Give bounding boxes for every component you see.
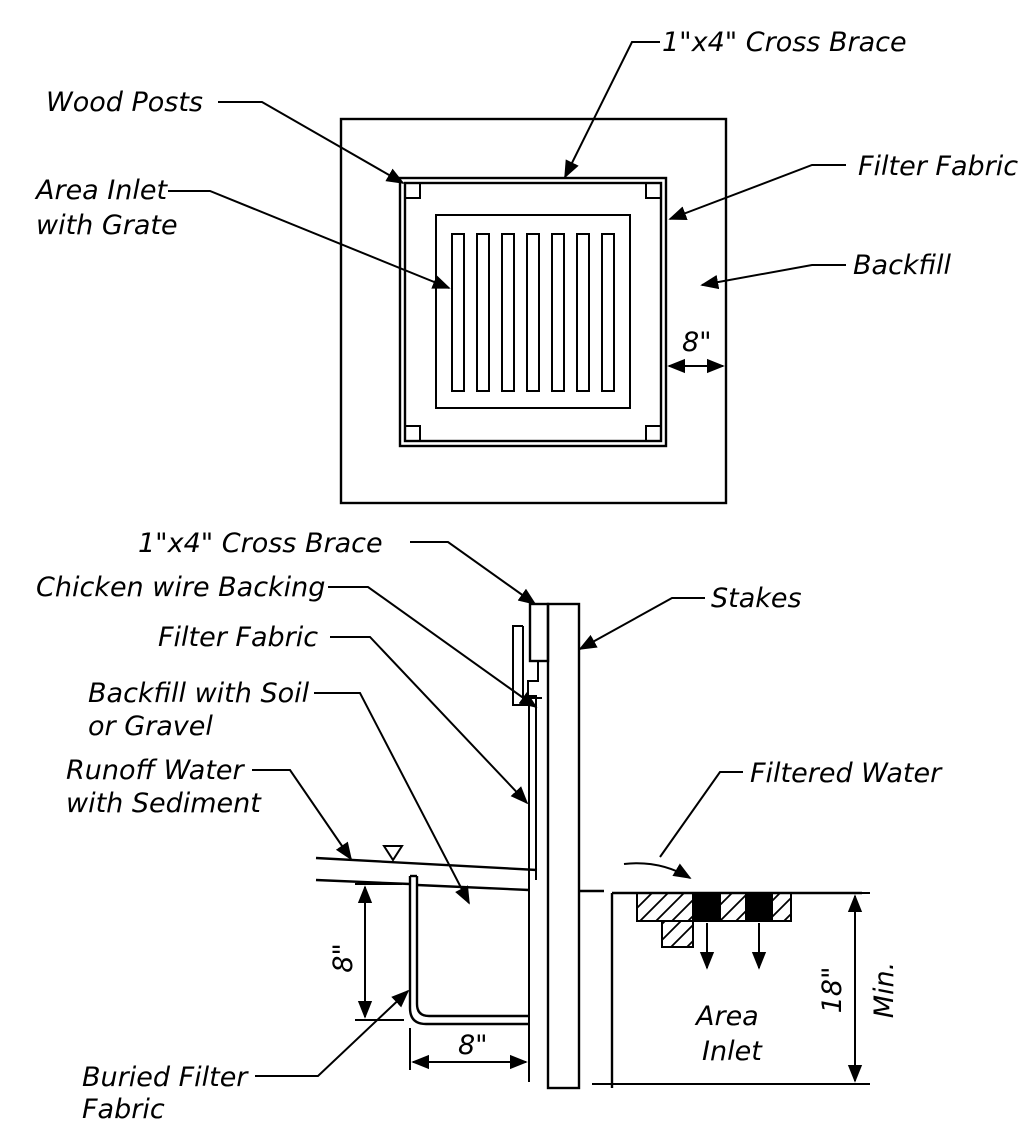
label-backfill-line2: or Gravel: [88, 711, 213, 742]
grate-bars: [451, 233, 615, 392]
leader-cross-brace-section: [410, 541, 537, 606]
wood-post-bl: [404, 425, 421, 442]
plan-view: 1"x4" Cross Brace Wood Posts Filter Fabr…: [34, 27, 1018, 505]
label-area-inlet-line2: with Grate: [36, 210, 178, 241]
chicken-wire-backing: [527, 660, 539, 880]
grate-bar-1: [693, 893, 721, 921]
label-backfill-line1: Backfill with Soil: [88, 678, 310, 709]
leader-backfill: [700, 264, 846, 290]
filter-fabric-section: [512, 625, 530, 1082]
water-level-symbol: [382, 845, 404, 862]
label-filtered-water: Filtered Water: [750, 758, 943, 789]
wood-post-br: [645, 425, 662, 442]
leader-backfill-section: [314, 692, 470, 905]
grate-frame: [435, 214, 631, 409]
label-dim-min: Min.: [869, 962, 900, 1019]
buried-filter-fabric-inner: [415, 876, 529, 1018]
leader-filter-fabric: [668, 164, 846, 220]
label-dim-8in-vertical: 8": [328, 943, 359, 973]
leader-filter-fabric-section: [330, 636, 529, 805]
label-area-inlet-section-2: Inlet: [702, 1036, 763, 1067]
cross-brace-section: [528, 602, 550, 663]
filtered-water-arrow: [623, 862, 692, 879]
ground-line-mid: [416, 883, 530, 892]
label-runoff-line2: with Sediment: [66, 788, 262, 819]
label-stakes: Stakes: [711, 583, 802, 614]
label-dim-8in-plan: 8": [682, 327, 712, 358]
label-filter-fabric-section: Filter Fabric: [158, 622, 318, 653]
label-dim-8in-horizontal: 8": [458, 1030, 488, 1061]
label-runoff-line1: Runoff Water: [66, 755, 246, 786]
wood-post-tl: [404, 182, 421, 199]
label-area-inlet-line1: Area Inlet: [34, 175, 168, 206]
label-wood-posts: Wood Posts: [46, 87, 203, 118]
leader-chicken-wire: [328, 586, 538, 709]
label-area-inlet-section-1: Area: [694, 1001, 759, 1032]
label-filter-fabric-plan: Filter Fabric: [858, 151, 1018, 182]
label-buried-line1: Buried Filter: [82, 1062, 249, 1093]
label-backfill-plan: Backfill: [853, 250, 951, 281]
leader-filtered-water: [659, 771, 743, 858]
label-cross-brace-section: 1"x4" Cross Brace: [138, 528, 383, 559]
grate-bar-2: [745, 893, 773, 921]
section-view: 1"x4" Cross Brace Chicken wire Backing F…: [36, 528, 943, 1125]
water-surface: [315, 856, 538, 872]
stake: [546, 602, 581, 1090]
leader-wood-posts: [218, 101, 405, 184]
leader-buried-fabric: [255, 989, 410, 1077]
leader-stakes: [578, 597, 705, 650]
wood-post-tr: [645, 182, 662, 199]
label-cross-brace-plan: 1"x4" Cross Brace: [662, 27, 907, 58]
leader-cross-brace: [564, 41, 660, 179]
label-buried-line2: Fabric: [82, 1094, 165, 1125]
label-dim-18in: 18": [817, 967, 848, 1014]
label-chicken-wire: Chicken wire Backing: [36, 572, 325, 603]
leader-area-inlet: [168, 190, 451, 289]
buried-filter-fabric: [408, 876, 529, 1026]
cross-brace-inner: [403, 181, 663, 443]
leader-runoff: [252, 769, 353, 861]
backfill-outline: [339, 117, 728, 505]
filter-fabric-outer: [398, 176, 668, 448]
